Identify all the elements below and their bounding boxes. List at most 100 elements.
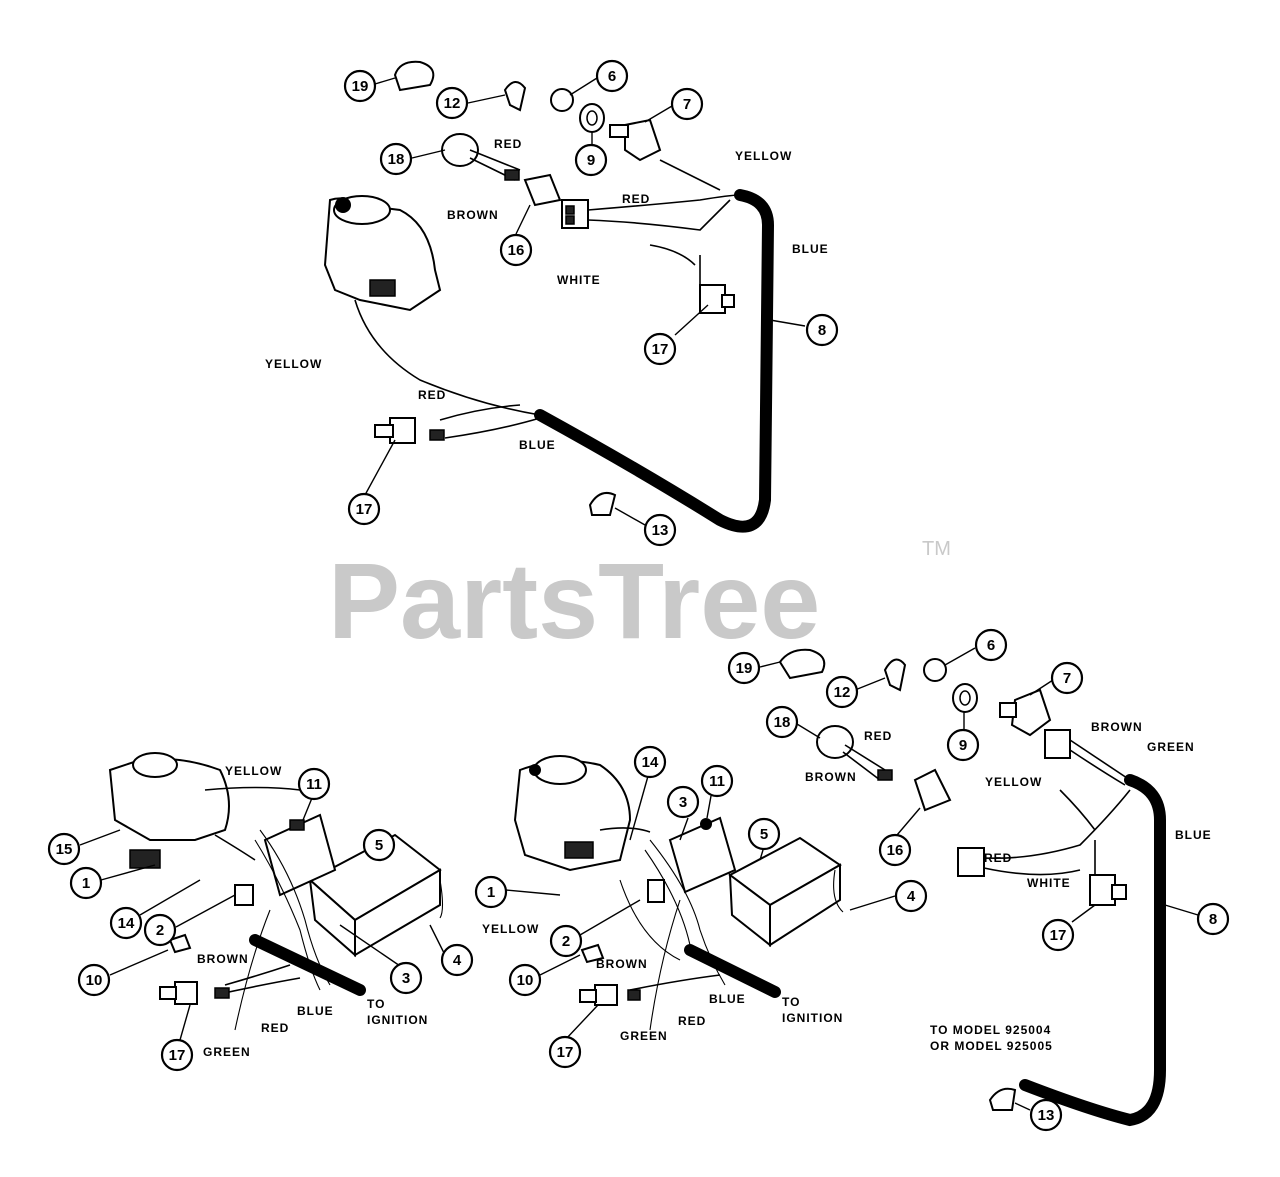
wire-label-brown: BROWN bbox=[1091, 720, 1143, 734]
callout-17: 17 bbox=[557, 1044, 574, 1061]
clamp-lower bbox=[588, 492, 617, 516]
callout-2: 2 bbox=[562, 933, 570, 950]
callout-3: 3 bbox=[679, 794, 687, 811]
nut-mid bbox=[700, 818, 712, 830]
callout-14: 14 bbox=[642, 754, 659, 771]
nut-part bbox=[550, 88, 574, 112]
to-ignition-line1: TO bbox=[367, 997, 385, 1011]
switch-lower bbox=[374, 417, 445, 444]
engine-block bbox=[323, 195, 442, 312]
terminal-block-right bbox=[913, 768, 952, 812]
callout-17-lower: 17 bbox=[356, 501, 373, 518]
callout-5: 5 bbox=[375, 837, 383, 854]
key-switch bbox=[609, 118, 662, 162]
wire-label-blue: BLUE bbox=[792, 242, 829, 256]
wire-label-green: GREEN bbox=[203, 1045, 251, 1059]
regulator-mid bbox=[668, 816, 737, 894]
callout-3: 3 bbox=[402, 970, 410, 987]
callout-4: 4 bbox=[907, 888, 916, 905]
battery-left bbox=[308, 833, 442, 958]
model-note-line1: TO MODEL 925004 bbox=[930, 1023, 1051, 1037]
wire-harness-mid bbox=[684, 944, 781, 998]
callout-17: 17 bbox=[169, 1047, 186, 1064]
model-note-line2: OR MODEL 925005 bbox=[930, 1039, 1053, 1053]
wire-label-blue-2: BLUE bbox=[519, 438, 556, 452]
callout-12: 12 bbox=[834, 684, 851, 701]
wire-label-green: GREEN bbox=[620, 1029, 668, 1043]
regulator-left bbox=[263, 813, 337, 897]
wire-label-yellow: YELLOW bbox=[482, 922, 539, 936]
wire-label-red: RED bbox=[678, 1014, 706, 1028]
bottom-right-assembly: 19 6 12 7 18 9 16 17 8 13 RED BROWN BROW… bbox=[727, 628, 1230, 1132]
callout-8: 8 bbox=[1209, 911, 1217, 928]
wire-label-blue: BLUE bbox=[1175, 828, 1212, 842]
callout-17: 17 bbox=[652, 341, 669, 358]
wire-label-brown-2: BROWN bbox=[805, 770, 857, 784]
callout-6: 6 bbox=[608, 68, 616, 85]
callout-7: 7 bbox=[1063, 670, 1071, 687]
switch-right bbox=[1089, 874, 1127, 906]
wire-label-blue: BLUE bbox=[709, 992, 746, 1006]
terminal-block bbox=[523, 173, 562, 207]
key-switch-right bbox=[999, 688, 1052, 737]
battery-mid bbox=[728, 836, 842, 948]
top-assembly: 19 12 6 7 9 18 16 17 8 17 13 RED BROWN Y… bbox=[265, 59, 839, 547]
wire-label-brown: BROWN bbox=[596, 957, 648, 971]
fuse-left bbox=[234, 884, 254, 906]
wire-label-white: WHITE bbox=[557, 273, 601, 287]
wire-label-yellow: YELLOW bbox=[735, 149, 792, 163]
callout-13: 13 bbox=[652, 522, 669, 539]
bottom-left-assembly: 11 5 15 1 14 2 10 17 3 4 YELLOW BROWN BL… bbox=[47, 752, 474, 1072]
switch-mid bbox=[579, 984, 641, 1006]
watermark-brand: PartsTree bbox=[328, 540, 820, 661]
callout-18: 18 bbox=[388, 151, 405, 168]
ignition-coil-part bbox=[441, 133, 521, 181]
wire-harness-left bbox=[249, 934, 366, 996]
callout-1: 1 bbox=[487, 884, 495, 901]
callout-9: 9 bbox=[959, 737, 967, 754]
callout-10: 10 bbox=[517, 972, 534, 989]
wire-label-red-3: RED bbox=[418, 388, 446, 402]
callout-14: 14 bbox=[118, 915, 135, 932]
callout-17: 17 bbox=[1050, 927, 1067, 944]
connector-block-right bbox=[957, 729, 1071, 877]
callout-2: 2 bbox=[156, 922, 164, 939]
bolt-left bbox=[168, 933, 192, 954]
callout-16: 16 bbox=[508, 242, 525, 259]
engine-block-mid bbox=[513, 755, 632, 872]
callout-11: 11 bbox=[306, 776, 322, 793]
clip-part-right bbox=[883, 658, 907, 692]
callout-6: 6 bbox=[987, 637, 995, 654]
callout-9: 9 bbox=[587, 152, 595, 169]
wire-harness bbox=[534, 189, 775, 533]
bottom-middle-assembly: 14 11 3 5 1 2 10 17 4 YELLOW BROWN BLUE … bbox=[474, 745, 928, 1069]
callout-1: 1 bbox=[82, 875, 90, 892]
watermark: PartsTree TM bbox=[328, 538, 951, 661]
switch-upper bbox=[699, 284, 735, 314]
callout-5: 5 bbox=[760, 826, 768, 843]
callout-16: 16 bbox=[887, 842, 904, 859]
wire-label-red-2: RED bbox=[984, 851, 1012, 865]
to-ignition-line1: TO bbox=[782, 995, 800, 1009]
wire-label-yellow-2: YELLOW bbox=[265, 357, 322, 371]
callout-11: 11 bbox=[709, 773, 725, 790]
switch-left bbox=[159, 981, 230, 1005]
clip-part bbox=[503, 81, 527, 112]
callout-12: 12 bbox=[444, 95, 461, 112]
wire-label-brown: BROWN bbox=[447, 208, 499, 222]
callout-10: 10 bbox=[86, 972, 103, 989]
callout-19: 19 bbox=[352, 78, 369, 95]
to-ignition-line2: IGNITION bbox=[782, 1011, 843, 1025]
callout-4: 4 bbox=[453, 952, 462, 969]
wire-label-blue: BLUE bbox=[297, 1004, 334, 1018]
wire-label-white: WHITE bbox=[1027, 876, 1071, 890]
wire-label-red-2: RED bbox=[622, 192, 650, 206]
wire-label-green: GREEN bbox=[1147, 740, 1195, 754]
part-18-right bbox=[816, 725, 893, 781]
watermark-trademark: TM bbox=[922, 538, 951, 560]
callout-7: 7 bbox=[683, 96, 691, 113]
wire-label-yellow: YELLOW bbox=[225, 764, 282, 778]
callout-15: 15 bbox=[56, 841, 73, 858]
wire-label-red: RED bbox=[494, 137, 522, 151]
